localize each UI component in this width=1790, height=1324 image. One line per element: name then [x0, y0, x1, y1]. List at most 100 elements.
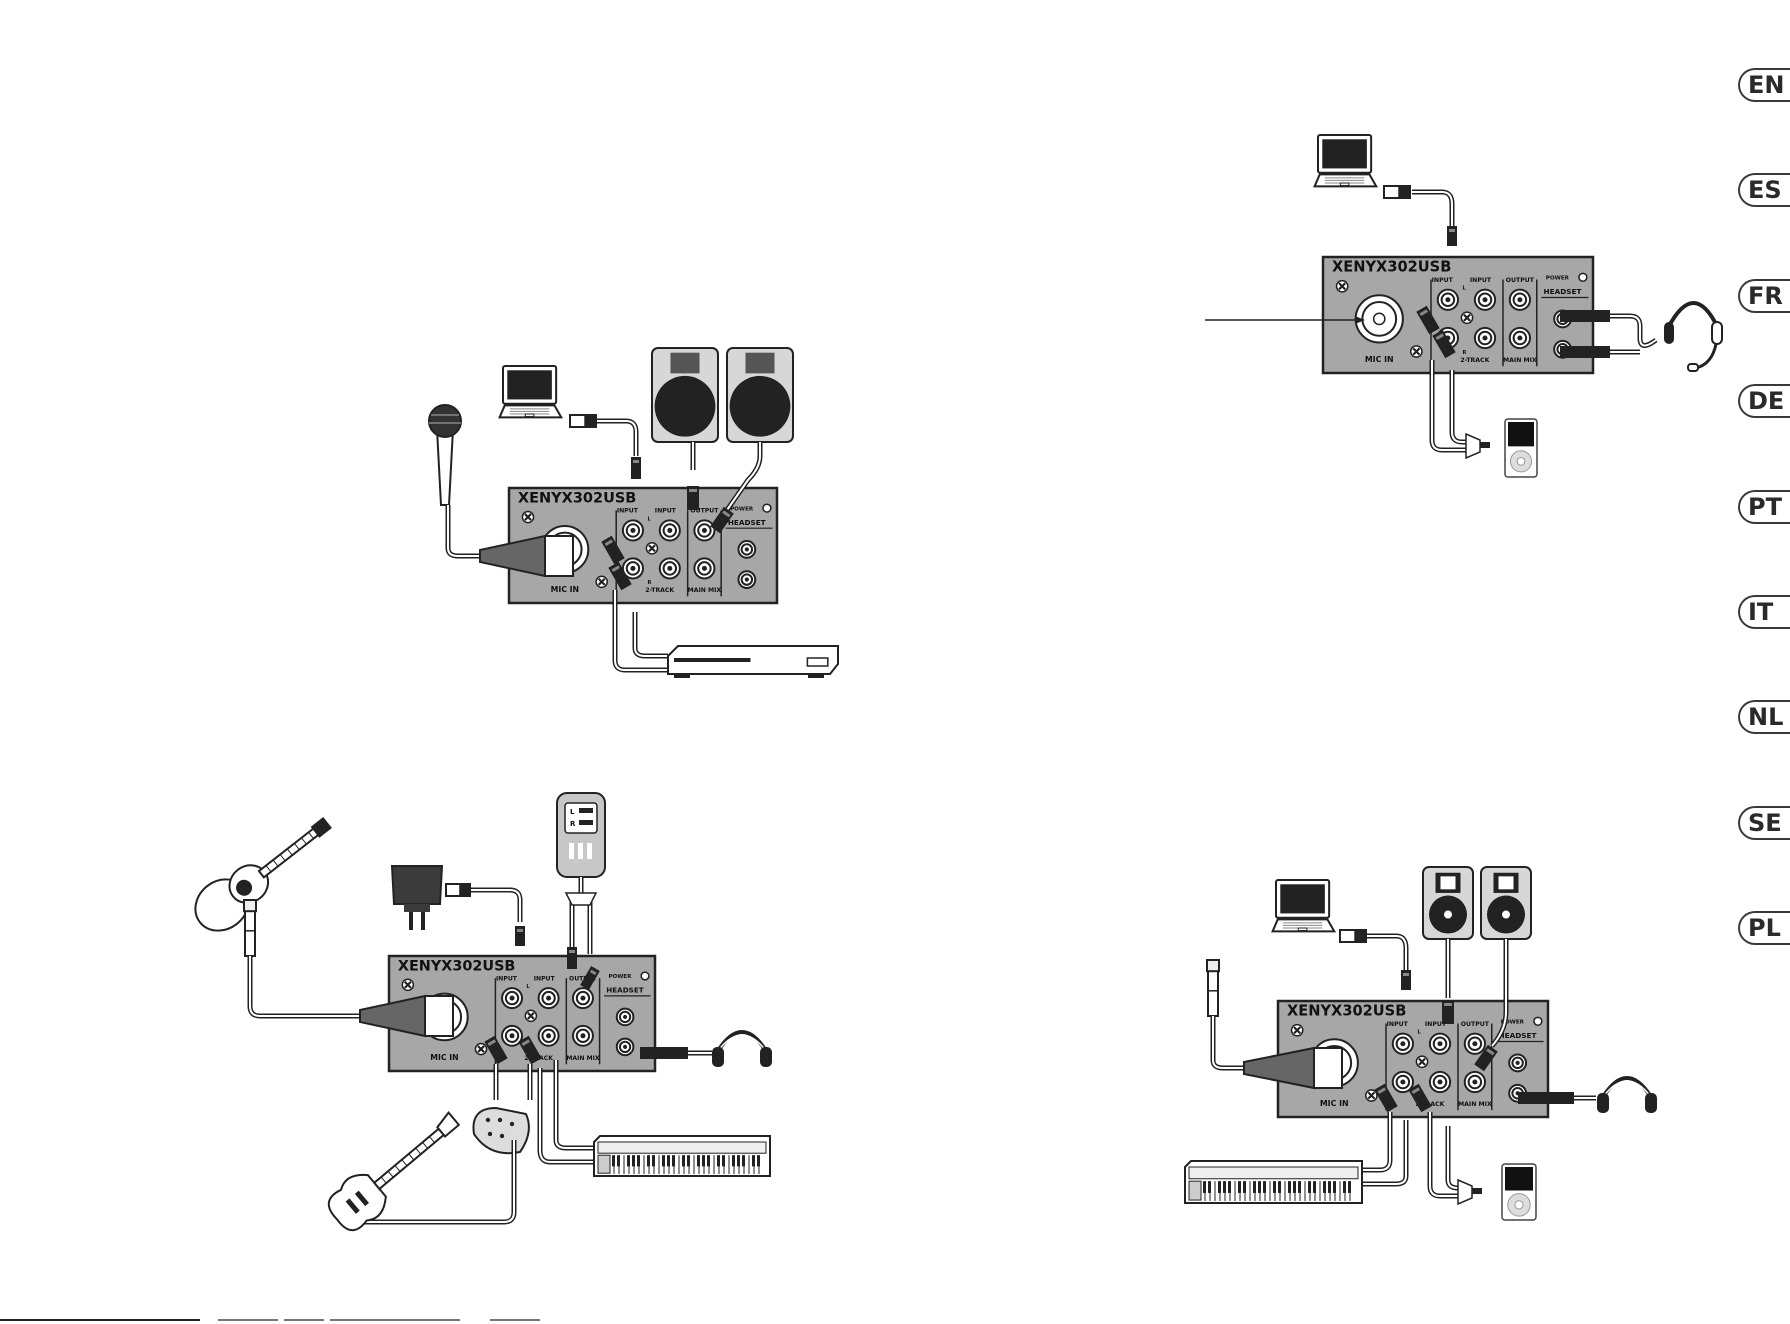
main-mix-label: MAIN MIX — [688, 587, 722, 594]
two-track-label: 2-TRACK — [1460, 357, 1489, 364]
cable — [1362, 1112, 1393, 1173]
keyboard-icon — [1184, 1160, 1363, 1204]
acoustic-guitar-icon — [194, 816, 332, 932]
screw-icon — [474, 1042, 488, 1056]
cable-core — [539, 1068, 594, 1163]
input-label: INPUT — [534, 975, 556, 982]
mic-in-label: MIC IN — [551, 585, 580, 594]
mini-jack-plug — [1465, 432, 1481, 460]
rca-jack — [1508, 326, 1531, 350]
dvd-player-icon — [667, 645, 839, 678]
plug — [1474, 1044, 1498, 1072]
guitar-pedal-icon — [472, 1106, 530, 1155]
cable-core — [495, 1064, 531, 1100]
rca-jack — [615, 1037, 635, 1057]
power-led — [1578, 272, 1588, 282]
channel-r-label: R — [1463, 350, 1467, 356]
rca-jack — [1508, 1053, 1528, 1073]
player-r-label: R — [570, 820, 576, 828]
plug — [631, 457, 641, 479]
screw-icon — [401, 978, 415, 992]
footer-dash — [490, 1319, 540, 1321]
input-label: INPUT — [496, 975, 518, 982]
language-tab-se[interactable]: SE — [1738, 806, 1790, 840]
cable-core — [596, 420, 637, 456]
rca-jack — [737, 540, 757, 559]
footer-rule — [0, 1319, 200, 1321]
channel-l-label: L — [1463, 286, 1467, 292]
rca-jack — [1391, 1032, 1414, 1055]
laptop-icon — [1313, 134, 1379, 188]
speaker-icon — [651, 347, 719, 443]
cable — [1210, 1016, 1244, 1071]
xlr-plug-body — [424, 995, 454, 1037]
language-tab-fr[interactable]: FR — [1738, 279, 1790, 313]
model-label: XENYX302USB — [518, 491, 636, 507]
usb-plug — [1339, 929, 1367, 943]
language-tab-de[interactable]: DE — [1738, 384, 1790, 418]
rca-jack — [1463, 1032, 1486, 1055]
speaker-icon — [1480, 866, 1532, 940]
cable — [470, 887, 523, 922]
footer-dash — [218, 1319, 278, 1321]
usb-plug — [445, 883, 471, 897]
power-label: POWER — [608, 974, 632, 980]
cable-core — [1212, 1016, 1244, 1069]
microphone-icon — [428, 404, 462, 506]
output-label: OUTPUT — [1506, 277, 1535, 284]
rca-jack — [1436, 288, 1459, 311]
condenser-microphone-icon — [243, 899, 257, 957]
plug — [567, 947, 577, 969]
electric-guitar-icon — [327, 1111, 461, 1232]
cable — [1449, 370, 1468, 445]
headphones-icon — [1597, 1076, 1657, 1113]
plug — [580, 965, 600, 991]
language-tab-en[interactable]: EN — [1738, 68, 1790, 102]
usb-plug — [569, 414, 597, 428]
channel-l-label: L — [1418, 1030, 1422, 1036]
language-tab-es[interactable]: ES — [1738, 173, 1790, 207]
main-mix-label: MAIN MIX — [1458, 1101, 1492, 1108]
cable-core — [555, 1060, 594, 1149]
cable-core — [350, 1140, 515, 1223]
footer-dash — [330, 1319, 460, 1321]
language-tab-nl[interactable]: NL — [1738, 700, 1790, 734]
laptop-icon — [498, 365, 564, 419]
language-tab-it[interactable]: IT — [1738, 595, 1790, 629]
cable-core — [1362, 1112, 1391, 1171]
rca-jack — [537, 987, 560, 1010]
channel-l-label: L — [647, 516, 651, 522]
plug — [1442, 1000, 1454, 1024]
rca-jack — [1428, 1032, 1452, 1055]
input-label: INPUT — [1470, 277, 1492, 284]
channel-r-label: R — [647, 580, 651, 586]
usb-plug — [1383, 185, 1411, 199]
cable — [1427, 1112, 1460, 1199]
screw-icon — [1290, 1023, 1304, 1037]
power-led — [762, 503, 772, 513]
rca-jack — [621, 519, 645, 542]
cable-core — [249, 956, 360, 1017]
splitter — [564, 892, 598, 906]
rca-jack — [501, 987, 524, 1010]
cable — [1610, 313, 1658, 348]
model-label: XENYX302USB — [1287, 1003, 1406, 1020]
channel-l-label: L — [526, 984, 530, 990]
language-tab-pt[interactable]: PT — [1738, 490, 1790, 524]
headset-label: HEADSET — [606, 986, 644, 995]
plug — [1416, 305, 1440, 335]
output-label: OUTPUT — [569, 975, 598, 982]
language-tab-pl[interactable]: PL — [1738, 911, 1790, 945]
power-label: POWER — [1501, 1020, 1525, 1026]
cable — [1412, 189, 1455, 230]
mic-in-label: MIC IN — [1365, 355, 1394, 364]
cable-core — [1431, 360, 1468, 451]
power-label: POWER — [1546, 276, 1570, 282]
model-label: XENYX302USB — [1332, 259, 1451, 276]
media-player-icon — [1501, 1163, 1537, 1221]
footer-dash — [284, 1319, 324, 1321]
headset-label: HEADSET — [1499, 1031, 1537, 1040]
